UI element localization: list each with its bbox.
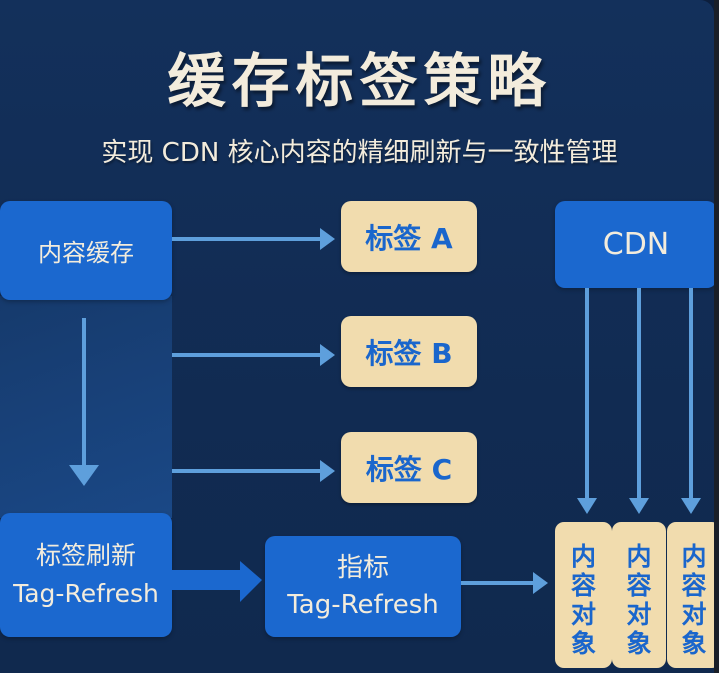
- arrow-indicator-to-objects: [461, 572, 548, 594]
- node-cdn-label: CDN: [602, 227, 670, 262]
- content-object-char: 内: [570, 542, 596, 571]
- content-object-char: 容: [626, 571, 652, 600]
- content-object-char: 象: [626, 629, 652, 658]
- node-tag-c: 标签 C: [341, 432, 477, 503]
- content-object-char: 象: [681, 629, 707, 658]
- arrow-cdn-to-object-3: [681, 288, 701, 514]
- content-object-char: 容: [570, 571, 596, 600]
- arrow-cdn-to-object-2: [629, 288, 649, 514]
- node-content-object-3: 内 容 对 象: [667, 522, 714, 668]
- content-object-char: 容: [681, 571, 707, 600]
- node-content-cache: 内容缓存: [0, 201, 172, 300]
- node-tag-c-label: 标签 C: [365, 452, 453, 486]
- arrow-cache-to-refresh: [69, 318, 99, 486]
- node-indicator-line1: 指标: [336, 552, 389, 583]
- node-content-object-1: 内 容 对 象: [555, 522, 612, 668]
- node-content-cache-label: 内容缓存: [38, 239, 134, 267]
- node-content-object-2: 内 容 对 象: [612, 522, 666, 668]
- node-indicator-line2: Tag-Refresh: [287, 589, 439, 620]
- content-object-char: 对: [626, 600, 652, 629]
- node-tag-refresh-line1: 标签刷新: [35, 541, 136, 570]
- node-indicator: 指标 Tag-Refresh: [265, 536, 461, 637]
- node-tag-a-label: 标签 A: [365, 221, 453, 255]
- diagram-subtitle: 实现 CDN 核心内容的精细刷新与一致性管理: [101, 138, 618, 168]
- content-object-char: 内: [626, 542, 652, 571]
- node-tag-refresh-line2: Tag-Refresh: [13, 579, 159, 608]
- node-tag-a: 标签 A: [341, 201, 477, 272]
- right-edge-strip: [714, 0, 719, 673]
- content-object-char: 象: [570, 629, 596, 658]
- node-tag-refresh: 标签刷新 Tag-Refresh: [0, 513, 172, 637]
- node-tag-b: 标签 B: [341, 316, 477, 387]
- arrow-cache-to-tag-b: [172, 344, 335, 366]
- arrow-refresh-to-indicator: [172, 561, 262, 602]
- arrow-cache-to-tag-c: [172, 460, 335, 482]
- content-object-char: 对: [570, 600, 596, 629]
- arrow-cache-to-tag-a: [172, 228, 335, 250]
- node-tag-b-label: 标签 B: [365, 336, 453, 370]
- diagram-title: 缓存标签策略: [167, 47, 552, 115]
- arrow-cdn-to-object-1: [577, 288, 597, 514]
- node-cdn: CDN: [555, 201, 714, 288]
- content-object-char: 对: [681, 600, 707, 629]
- content-object-char: 内: [681, 542, 707, 571]
